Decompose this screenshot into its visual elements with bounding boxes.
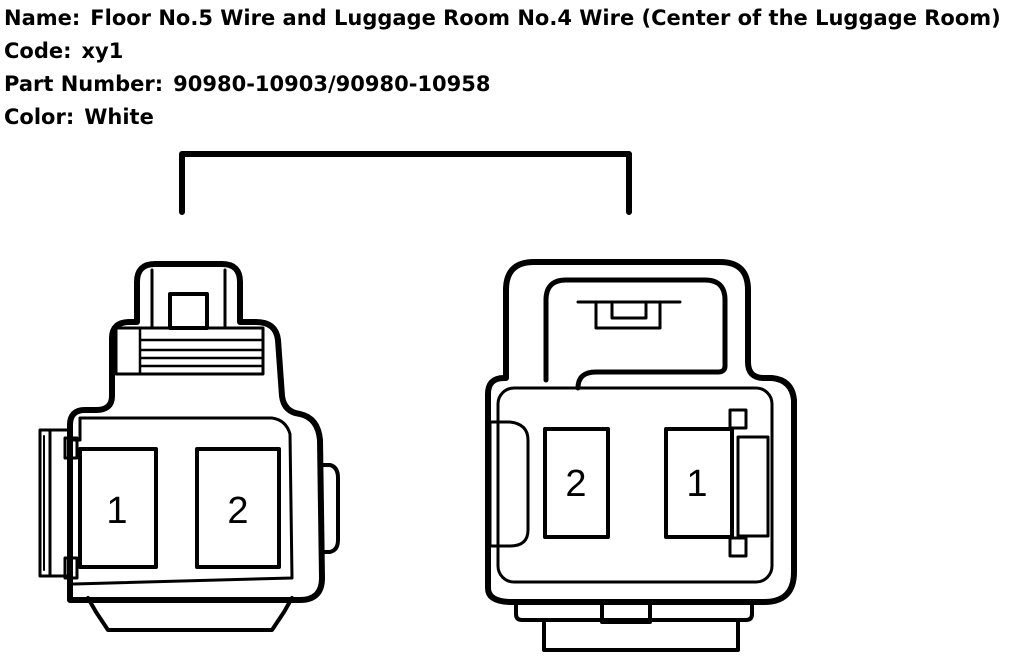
part-number-value: 90980-10903/90980-10958 bbox=[173, 72, 491, 96]
color-value: White bbox=[84, 105, 154, 129]
left-clip-bottom bbox=[63, 556, 79, 580]
left-right-guide bbox=[320, 463, 340, 554]
right-right-guide bbox=[736, 435, 770, 538]
right-pin-2-label: 2 bbox=[565, 463, 586, 505]
right-connector bbox=[485, 259, 797, 652]
right-lock-arch bbox=[543, 277, 728, 391]
left-lock-tab bbox=[168, 292, 209, 330]
left-pin-1-label: 1 bbox=[106, 490, 127, 532]
code-line: Code: xy1 bbox=[4, 35, 1001, 68]
right-clip-bottom bbox=[728, 536, 748, 558]
left-clip-top bbox=[63, 436, 79, 460]
code-label: Code: bbox=[4, 39, 72, 63]
right-lock-tab bbox=[576, 300, 682, 330]
right-pin-1-cavity bbox=[664, 427, 734, 539]
left-latch-block bbox=[114, 326, 265, 376]
right-pin-2-cavity bbox=[543, 427, 610, 539]
code-value: xy1 bbox=[81, 39, 124, 63]
right-pin-1-label: 1 bbox=[686, 463, 707, 505]
part-number-label: Part Number: bbox=[4, 72, 164, 96]
color-label: Color: bbox=[4, 105, 75, 129]
left-side-guide-outer bbox=[38, 428, 52, 578]
left-pin-2-cavity bbox=[195, 447, 281, 569]
mating-bracket bbox=[179, 151, 632, 215]
right-left-guide bbox=[488, 420, 530, 548]
connector-info: Name: Floor No.5 Wire and Luggage Room No… bbox=[4, 2, 1001, 134]
left-side-guide-inner bbox=[48, 428, 72, 578]
right-bottom-base bbox=[542, 602, 740, 652]
left-latch-ribs bbox=[138, 328, 264, 376]
name-line: Name: Floor No.5 Wire and Luggage Room No… bbox=[4, 2, 1001, 35]
left-connector bbox=[38, 261, 340, 632]
left-bottom-skirt bbox=[86, 596, 294, 632]
right-connector-inner-outline bbox=[496, 386, 774, 584]
left-pin-2-label: 2 bbox=[227, 490, 248, 532]
left-pin-1-cavity bbox=[78, 447, 158, 569]
part-number-line: Part Number: 90980-10903/90980-10958 bbox=[4, 68, 1001, 101]
left-lock-frame bbox=[150, 268, 227, 328]
right-connector-housing bbox=[485, 259, 797, 605]
right-clip-top bbox=[728, 408, 748, 430]
left-connector-housing bbox=[67, 261, 325, 603]
name-label: Name: bbox=[4, 6, 81, 30]
left-connector-inner-outline bbox=[70, 416, 294, 586]
color-line: Color: White bbox=[4, 101, 1001, 134]
name-value: Floor No.5 Wire and Luggage Room No.4 Wi… bbox=[90, 6, 1001, 30]
